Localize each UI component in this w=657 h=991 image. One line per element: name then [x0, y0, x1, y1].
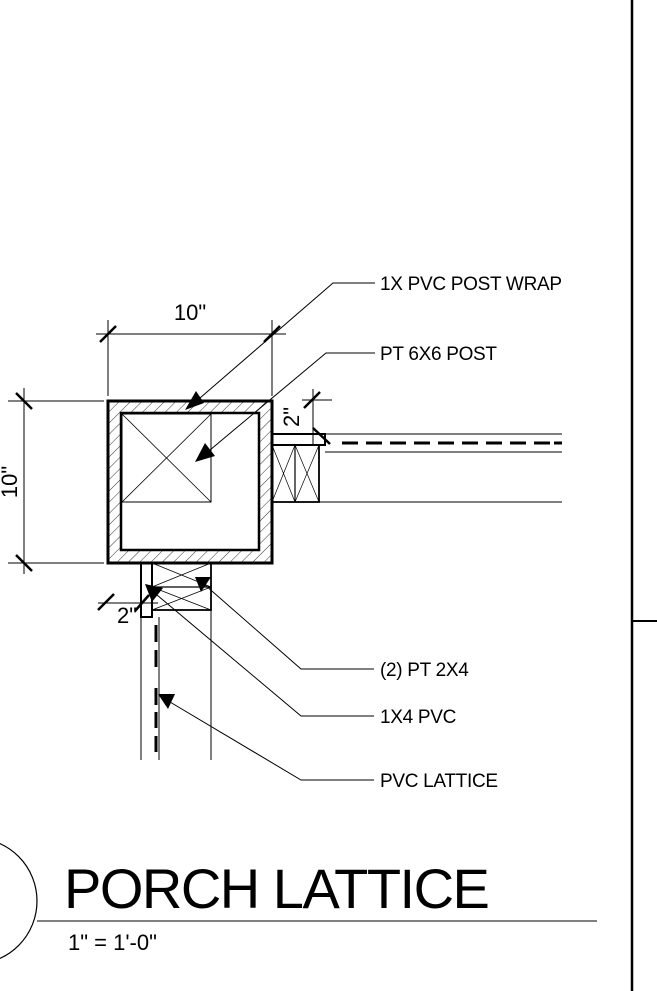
- sheet-frame: [630, 0, 657, 991]
- pt-6x6-post: [121, 413, 212, 503]
- detail-marker: [0, 842, 597, 960]
- callout-post-wrap: 1X PVC POST WRAP: [380, 274, 562, 295]
- detail-scale: 1" = 1'-0": [68, 930, 157, 955]
- right-framing: [271, 433, 562, 503]
- dimension-post-width: 10": [174, 300, 206, 325]
- callout-trim: 1X4 PVC: [380, 707, 456, 728]
- pvc-post-wrap: [106, 399, 274, 565]
- callout-lattice: PVC LATTICE: [380, 771, 498, 792]
- dimension-lines: [8, 320, 332, 615]
- dimension-post-depth: 10": [0, 466, 22, 498]
- dimension-offset-bottom: 2": [117, 603, 137, 628]
- detail-title: PORCH LATTICE: [64, 857, 488, 920]
- callout-post: PT 6X6 POST: [380, 344, 497, 365]
- dimension-offset-right: 2": [279, 407, 304, 427]
- callout-blocking: (2) PT 2X4: [380, 660, 469, 681]
- leader-arrowheads: [145, 391, 215, 709]
- callout-leaders: [156, 282, 375, 781]
